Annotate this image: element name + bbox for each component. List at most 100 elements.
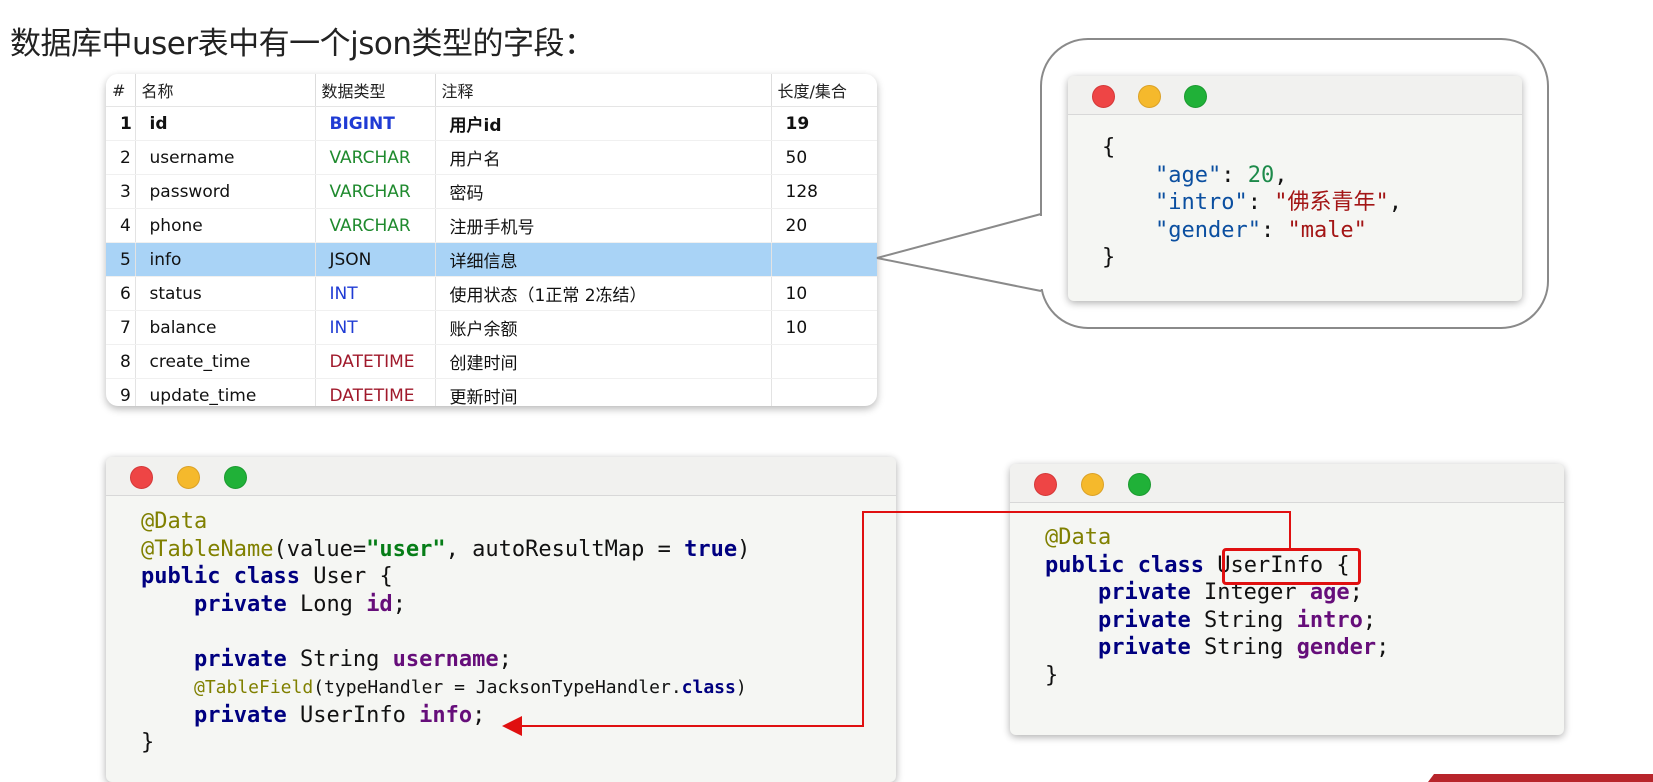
json-colon: : [1260, 217, 1288, 243]
column-type[interactable]: INT [315, 310, 436, 345]
column-length[interactable] [771, 378, 877, 406]
window-titlebar [1010, 464, 1564, 503]
json-code: { "age": 20, "intro": "佛系青年", "gender": … [1102, 134, 1402, 272]
column-type[interactable]: DATETIME [315, 344, 436, 379]
column-comment[interactable]: 使用状态（1正常 2冻结） [435, 276, 772, 311]
column-type[interactable]: DATETIME [315, 378, 436, 406]
column-length[interactable]: 50 [771, 140, 877, 175]
col-header-comment[interactable]: 注释 [435, 74, 772, 107]
column-comment[interactable]: 账户余额 [435, 310, 772, 345]
column-length[interactable] [771, 344, 877, 379]
column-name[interactable]: status [135, 276, 316, 311]
column-comment[interactable]: 详细信息 [435, 242, 772, 277]
row-number[interactable]: 5 [106, 242, 136, 277]
minimize-dot-icon[interactable] [1081, 473, 1104, 496]
window-titlebar [1068, 76, 1522, 115]
column-comment[interactable]: 注册手机号 [435, 208, 772, 243]
json-open-brace: { [1102, 135, 1116, 160]
column-type[interactable]: JSON [315, 242, 436, 277]
minimize-dot-icon[interactable] [1138, 85, 1161, 108]
row-number[interactable]: 2 [106, 140, 136, 175]
column-length[interactable]: 20 [771, 208, 877, 243]
column-name[interactable]: balance [135, 310, 316, 345]
json-value-gender: "male" [1287, 217, 1367, 243]
string-literal: "user" [366, 536, 446, 562]
row-number[interactable]: 4 [106, 208, 136, 243]
close-dot-icon[interactable] [1034, 473, 1057, 496]
column-length[interactable]: 19 [771, 106, 877, 141]
keyword-private: private [193, 702, 287, 728]
close-brace: } [1045, 662, 1059, 688]
type-string: String [286, 646, 393, 672]
column-name[interactable]: password [135, 174, 316, 209]
row-number[interactable]: 9 [106, 378, 136, 406]
column-name[interactable]: update_time [135, 378, 316, 406]
row-number[interactable]: 1 [106, 106, 136, 141]
column-comment[interactable]: 用户名 [435, 140, 772, 175]
minimize-dot-icon[interactable] [177, 466, 200, 489]
col-header-type[interactable]: 数据类型 [315, 74, 436, 107]
column-name[interactable]: id [135, 106, 316, 141]
row-number[interactable]: 6 [106, 276, 136, 311]
keyword-private: private [1097, 635, 1191, 660]
maximize-dot-icon[interactable] [1184, 85, 1207, 108]
keyword-class: class [1137, 552, 1204, 578]
column-name[interactable]: phone [135, 208, 316, 243]
type-long: Long [286, 591, 367, 617]
code-text: ) [737, 536, 751, 562]
column-comment[interactable]: 用户id [435, 106, 772, 141]
column-comment[interactable]: 密码 [435, 174, 772, 209]
row-number[interactable]: 8 [106, 344, 136, 379]
semicolon: ; [498, 646, 512, 672]
class-name-userinfo: UserInfo [1217, 552, 1324, 578]
column-length[interactable]: 10 [771, 276, 877, 311]
column-length[interactable]: 10 [771, 310, 877, 345]
field-id: id [366, 591, 393, 617]
maximize-dot-icon[interactable] [224, 466, 247, 489]
close-dot-icon[interactable] [1092, 85, 1115, 108]
keyword-public: public [141, 564, 221, 589]
page-title: 数据库中user表中有一个json类型的字段： [10, 26, 595, 62]
column-comment[interactable]: 更新时间 [435, 378, 772, 406]
row-number[interactable]: 7 [106, 310, 136, 345]
column-type[interactable]: VARCHAR [315, 208, 436, 243]
column-name[interactable]: info [135, 242, 316, 277]
col-header-number[interactable]: # [106, 74, 136, 107]
userinfo-class-code: @Data public class UserInfo { private In… [1045, 524, 1389, 689]
close-dot-icon[interactable] [130, 466, 153, 489]
column-type[interactable]: VARCHAR [315, 140, 436, 175]
keyword-private: private [193, 646, 287, 672]
column-length[interactable]: 128 [771, 174, 877, 209]
column-length[interactable] [771, 242, 877, 277]
col-header-name[interactable]: 名称 [135, 74, 316, 107]
field-username: username [392, 646, 499, 672]
window-titlebar [106, 457, 896, 496]
json-key-age: "age" [1154, 162, 1222, 188]
maximize-dot-icon[interactable] [1128, 473, 1151, 496]
row-number[interactable]: 3 [106, 174, 136, 209]
column-type[interactable]: BIGINT [315, 106, 436, 141]
json-colon: : [1221, 162, 1248, 188]
code-text: ) [735, 677, 747, 698]
column-comment[interactable]: 创建时间 [435, 344, 772, 379]
json-value-age: 20 [1247, 162, 1275, 188]
column-name[interactable]: username [135, 140, 316, 175]
keyword-class: class [233, 564, 300, 589]
class-name-user: User { [299, 564, 393, 589]
col-header-length[interactable]: 长度/集合 [771, 74, 877, 107]
column-type[interactable]: INT [315, 276, 436, 311]
column-name[interactable]: create_time [135, 344, 316, 379]
type-string: String [1190, 607, 1297, 633]
field-intro: intro [1296, 607, 1363, 633]
column-type[interactable]: VARCHAR [315, 174, 436, 209]
code-text: , autoResultMap = [445, 536, 685, 562]
